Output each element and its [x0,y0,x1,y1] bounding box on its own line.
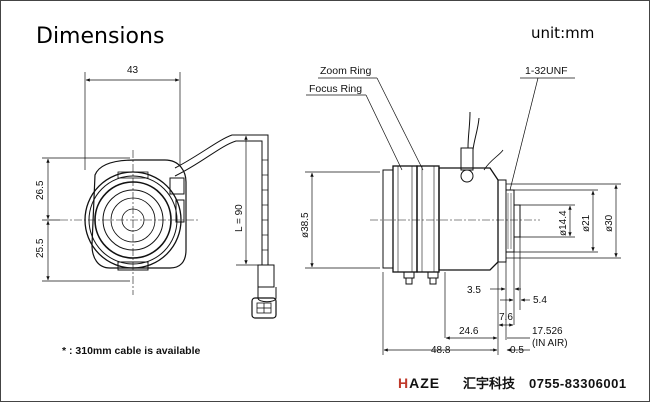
front-bottom-height-dim: 25.5 [35,238,46,258]
brand-chinese-name: 汇宇科技 [463,376,516,391]
brand-name: AZE [409,375,440,391]
page-title: Dimensions [36,24,164,49]
front-top-height-dim: 26.5 [35,180,46,200]
brand-initial: H [398,375,409,391]
thread-spec-label: 1-32UNF [525,65,568,77]
front-center-lines [60,150,200,295]
unit-label: unit:mm [531,24,594,42]
dim-48-8: 48.8 [431,345,451,356]
dim-3-5: 3.5 [467,285,481,296]
cable-footnote: * : 310mm cable is available [62,345,200,357]
flange-back-dim: 17.526 [532,326,563,337]
front-view [84,134,277,319]
diameter-30-dim: ø30 [604,214,615,232]
front-dimension-lines [42,72,262,282]
diameter-21-dim: ø21 [581,214,592,232]
side-dimension-lines [305,77,621,355]
diameter-38-5-dim: ø38.5 [300,212,311,238]
flange-back-note: (IN AIR) [532,338,568,349]
dim-5-4: 5.4 [533,295,547,306]
front-width-dim: 43 [127,65,139,76]
dim-24-6: 24.6 [459,326,479,337]
diameter-14-4-dim: ø14.4 [558,210,569,236]
dim-0-5: 0.5 [510,345,524,356]
svg-text:HAZE: HAZE [398,375,440,391]
focus-ring-label: Focus Ring [309,83,362,95]
side-view [382,111,521,285]
zoom-ring-label: Zoom Ring [320,65,372,77]
contact-phone: 0755-83306001 [529,376,627,391]
cable-length-dim: L = 90 [234,204,245,232]
brand-footer: HAZE 汇宇科技 0755-83306001 [398,375,627,391]
dim-7-6: 7.6 [499,312,513,323]
